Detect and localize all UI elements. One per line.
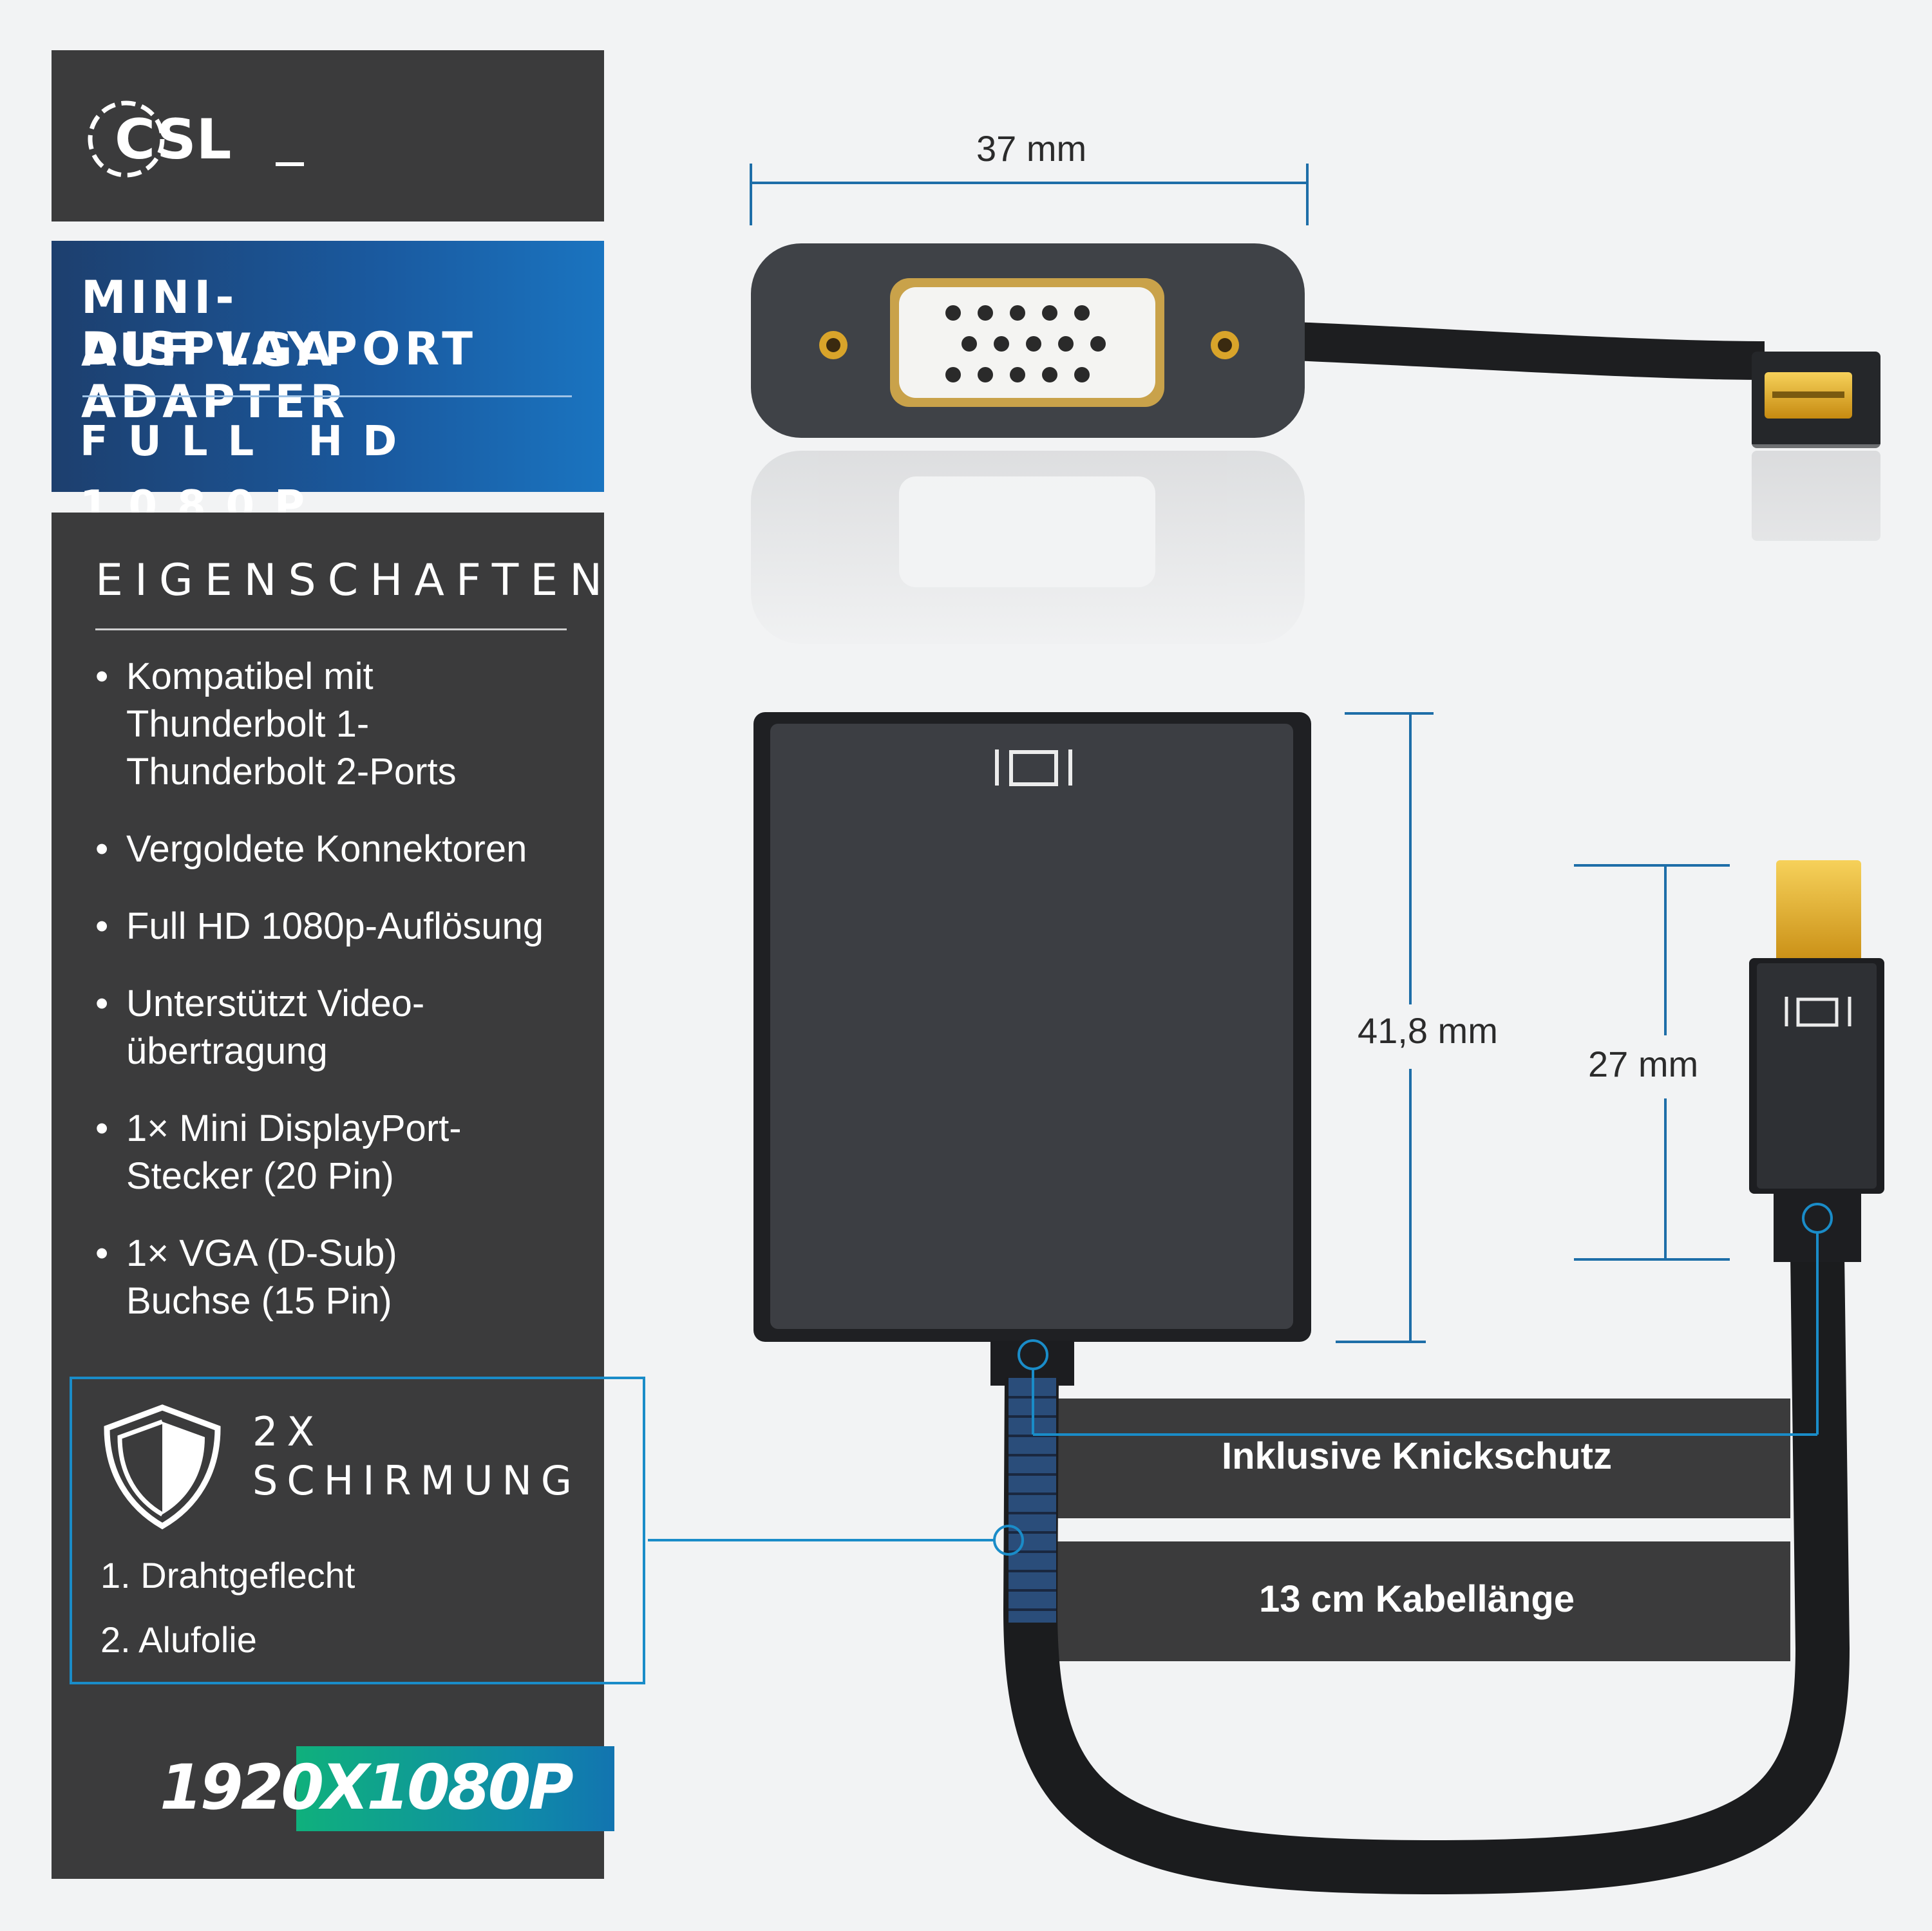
resolution-badge-text: 1920X1080P xyxy=(160,1751,574,1823)
feature-item: • Kompatibel mit Thunderbolt 1- Thunderb… xyxy=(95,653,604,796)
shielding-title-line-1: 2X xyxy=(252,1408,323,1455)
resolution-badge-accent xyxy=(296,1746,614,1831)
dimension-plug-marker xyxy=(1574,864,1730,1261)
shielding-box: 2X SCHIRMUNG 1. Drahtgeflecht 2. Alufoli… xyxy=(70,1377,645,1684)
displayport-symbol-icon xyxy=(995,749,1072,786)
feature-text: Vergoldete Konnektoren xyxy=(126,828,527,870)
callout-band-cable-length: 13 cm Kabellänge xyxy=(1043,1541,1790,1661)
adapter-top-view xyxy=(751,243,1880,448)
displayport-symbol-icon xyxy=(1785,997,1852,1027)
shielding-title: 2X SCHIRMUNG xyxy=(252,1408,581,1505)
title-panel: MINI-DISPLAYPORT AUF VGA ADAPTER FULL HD… xyxy=(52,241,604,530)
bullet: • xyxy=(95,655,109,697)
adapter-front-view xyxy=(753,712,1884,1895)
dimension-width-marker xyxy=(750,164,1309,225)
feature-item: • Vergoldete Konnektoren xyxy=(95,825,604,873)
bullet: • xyxy=(95,1107,109,1149)
logo-panel: CSL xyxy=(52,50,604,221)
shielding-item: 1. Drahtgeflecht xyxy=(100,1555,355,1596)
feature-text: Unterstützt Video- übertragung xyxy=(126,983,425,1072)
feature-text: 1× Mini DisplayPort- Stecker (20 Pin) xyxy=(126,1107,462,1197)
feature-text: 1× VGA (D-Sub) Buchse (15 Pin) xyxy=(126,1232,397,1322)
vga-pins xyxy=(945,305,1106,382)
properties-divider xyxy=(95,628,567,630)
dimension-height-marker xyxy=(1336,712,1434,1343)
feature-item: • 1× Mini DisplayPort- Stecker (20 Pin) xyxy=(95,1105,604,1200)
bullet: • xyxy=(95,905,109,947)
dimension-height-label: 41,8 mm xyxy=(1358,1010,1498,1051)
shielding-item: 2. Alufolie xyxy=(100,1619,257,1660)
dimension-width-label: 37 mm xyxy=(976,128,1087,169)
callout-cable-length: 13 cm Kabellänge xyxy=(1259,1578,1575,1620)
logo-text: CSL xyxy=(115,108,231,172)
resolution-badge: 1920X1080P xyxy=(155,1746,614,1831)
callout-band-strain-relief: Inklusive Knickschutz xyxy=(1043,1399,1790,1518)
csl-logo: CSL xyxy=(88,100,304,178)
dimension-plug-label: 27 mm xyxy=(1588,1044,1699,1084)
properties-heading: EIGENSCHAFTEN xyxy=(95,555,614,606)
feature-item: • Full HD 1080p-Auflösung xyxy=(95,903,604,950)
title-line-1: MINI-DISPLAYPORT xyxy=(81,271,477,375)
shielding-title-line-2: SCHIRMUNG xyxy=(252,1457,581,1504)
bullet: • xyxy=(95,983,109,1024)
feature-item: • 1× VGA (D-Sub) Buchse (15 Pin) xyxy=(95,1230,604,1325)
feature-text: Kompatibel mit Thunderbolt 1- Thunderbol… xyxy=(126,655,457,793)
title-line-2: AUF VGA ADAPTER xyxy=(81,324,350,428)
callout-strain-relief: Inklusive Knickschutz xyxy=(1222,1435,1612,1477)
properties-panel: EIGENSCHAFTEN • Kompatibel mit Thunderbo… xyxy=(52,513,614,1879)
callout-leaders xyxy=(648,1203,1833,1556)
bullet: • xyxy=(95,1232,109,1274)
bullet: • xyxy=(95,828,109,870)
shield-icon xyxy=(104,1404,221,1530)
title-divider xyxy=(82,395,572,397)
feature-text: Full HD 1080p-Auflösung xyxy=(126,905,544,947)
feature-item: • Unterstützt Video- übertragung xyxy=(95,980,604,1075)
